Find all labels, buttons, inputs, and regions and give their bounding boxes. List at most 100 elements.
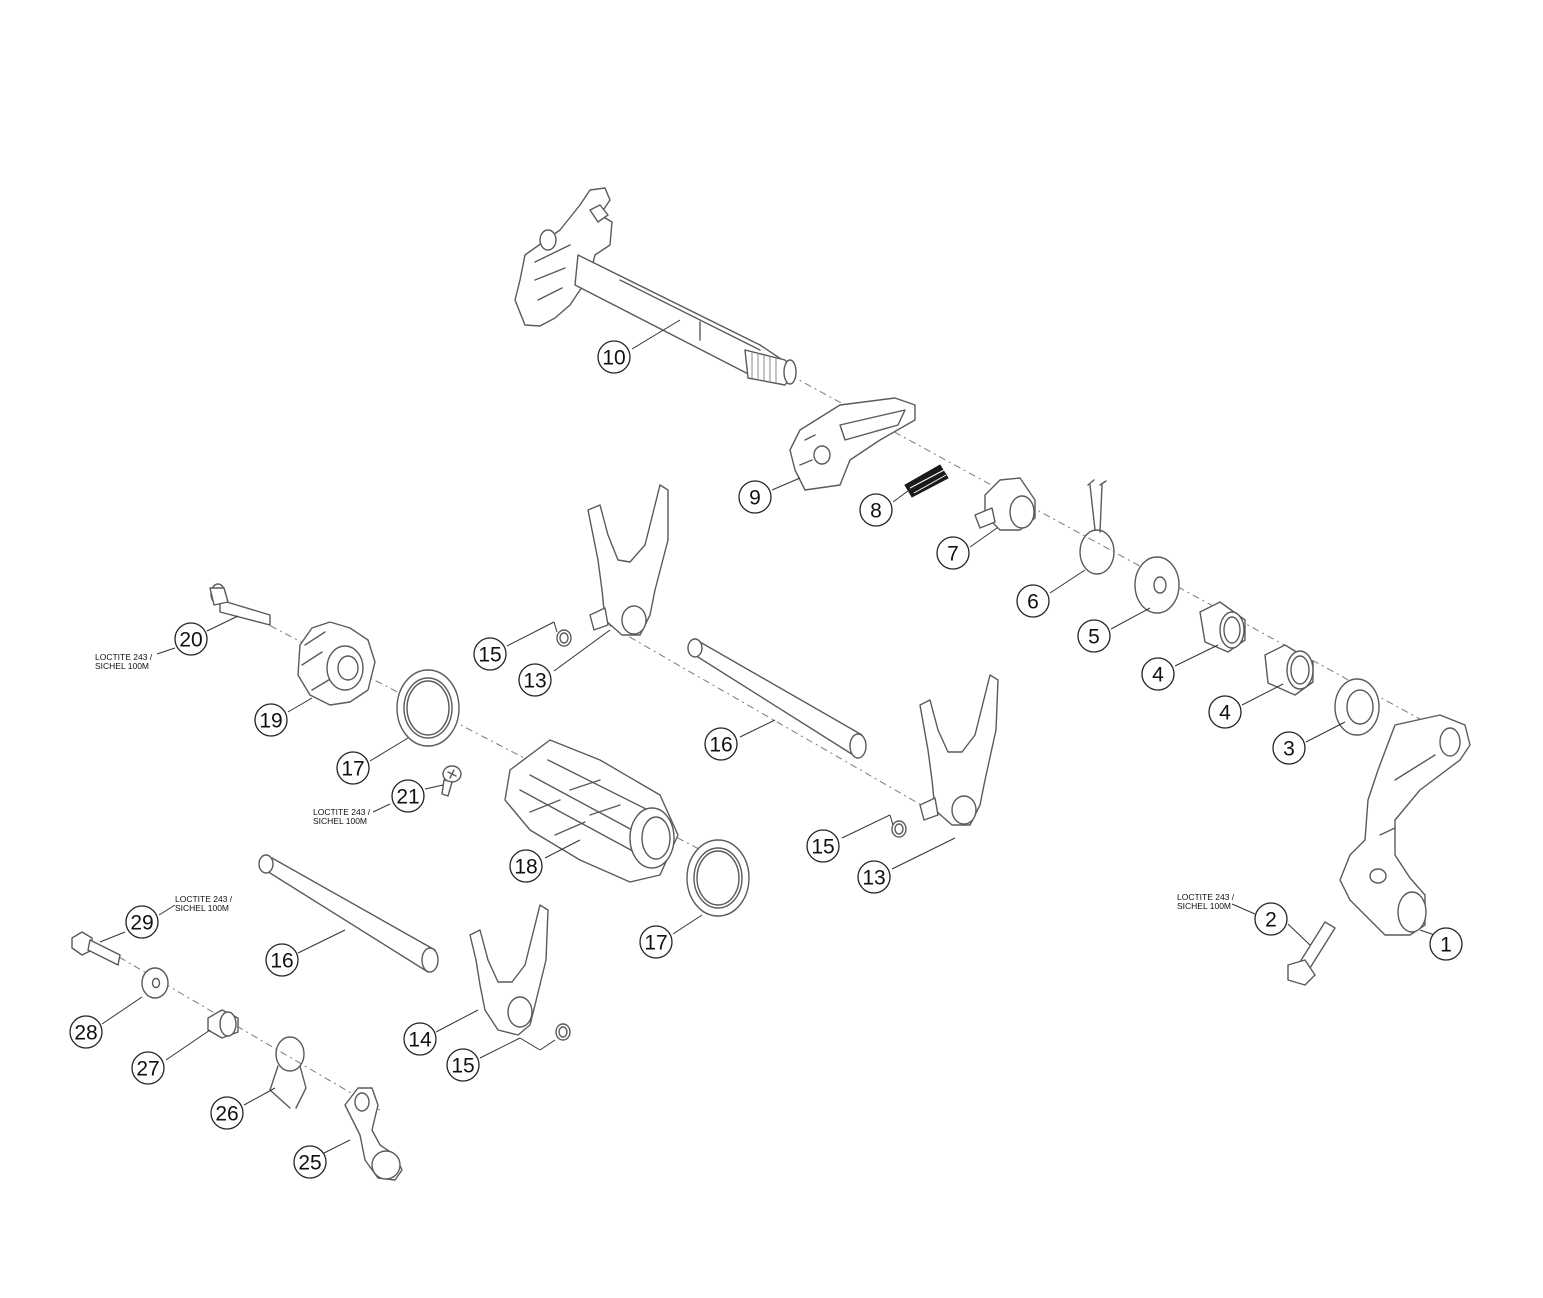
svg-text:5: 5: [1088, 626, 1100, 649]
callout-28: 28: [69, 1015, 103, 1049]
svg-text:LOCTITE 243 /: LOCTITE 243 /: [313, 807, 371, 817]
part-1-shift-lever: [1339, 714, 1471, 936]
svg-text:14: 14: [408, 1029, 432, 1052]
part-4-bearing-b: [1264, 644, 1314, 696]
svg-text:6: 6: [1027, 591, 1039, 614]
callout-10: 10: [597, 340, 631, 374]
part-21-screw: [441, 765, 462, 797]
part-10-shift-shaft: [514, 187, 797, 386]
svg-text:9: 9: [749, 487, 761, 510]
part-2-bolt: [1287, 921, 1336, 986]
part-16-shift-rod-lower: [258, 854, 439, 973]
callout-1: 1: [1429, 927, 1463, 961]
svg-text:3: 3: [1283, 738, 1295, 761]
svg-text:16: 16: [709, 734, 732, 757]
svg-text:27: 27: [136, 1058, 159, 1081]
part-18-shift-drum: [504, 739, 679, 883]
svg-text:15: 15: [811, 836, 834, 859]
callout-4a: 4: [1141, 657, 1175, 691]
svg-text:26: 26: [215, 1103, 238, 1126]
part-4-bearing-a: [1199, 601, 1246, 653]
note-part-29: LOCTITE 243 / SICHEL 100M: [175, 894, 233, 913]
leader-lines: [99, 319, 1462, 1154]
callout-6: 6: [1016, 584, 1050, 618]
callout-14: 14: [403, 1022, 437, 1056]
callout-19: 19: [254, 703, 288, 737]
callout-16b: 16: [265, 943, 299, 977]
part-5-washer: [1134, 556, 1180, 614]
part-7-bushing: [974, 477, 1036, 531]
note-part-20: LOCTITE 243 / SICHEL 100M: [95, 652, 153, 671]
callout-5: 5: [1077, 619, 1111, 653]
callout-13b: 13: [857, 860, 891, 894]
svg-text:1: 1: [1440, 934, 1452, 957]
callout-16a: 16: [704, 727, 738, 761]
callout-3: 3: [1272, 731, 1306, 765]
callout-15c: 15: [446, 1048, 480, 1082]
part-9-shift-plate: [789, 397, 916, 491]
svg-text:15: 15: [478, 644, 501, 667]
svg-text:SICHEL 100M: SICHEL 100M: [313, 816, 367, 826]
note-part-21: LOCTITE 243 / SICHEL 100M: [313, 807, 371, 826]
callout-17a: 17: [336, 751, 370, 785]
part-16-shift-rod-upper: [687, 638, 867, 759]
svg-text:4: 4: [1219, 702, 1231, 725]
svg-text:21: 21: [396, 786, 419, 809]
svg-text:13: 13: [523, 670, 546, 693]
svg-text:20: 20: [179, 629, 202, 652]
callout-13a: 13: [518, 663, 552, 697]
svg-text:LOCTITE 243 /: LOCTITE 243 /: [1177, 892, 1235, 902]
svg-text:2: 2: [1265, 909, 1277, 932]
callout-29: 29: [125, 905, 159, 939]
svg-text:8: 8: [870, 500, 882, 523]
callout-27: 27: [131, 1051, 165, 1085]
part-29-bolt: [71, 931, 121, 966]
part-28-washer: [141, 967, 169, 999]
part-6-spring-clip: [1079, 479, 1115, 575]
part-13-shift-fork-upper: [587, 484, 669, 636]
callout-15b: 15: [806, 829, 840, 863]
svg-text:19: 19: [259, 710, 282, 733]
part-17-seal-upper: [396, 669, 460, 747]
note-part-2: LOCTITE 243 / SICHEL 100M: [1177, 892, 1235, 911]
part-14-shift-fork: [469, 904, 549, 1036]
svg-text:29: 29: [130, 912, 153, 935]
part-25-lever: [344, 1087, 403, 1181]
part-15-bushing-b: [891, 820, 907, 838]
callout-2: 2: [1254, 902, 1288, 936]
part-15-bushing-a: [556, 629, 572, 647]
callout-18: 18: [509, 849, 543, 883]
callout-15a: 15: [473, 637, 507, 671]
svg-text:13: 13: [862, 867, 885, 890]
svg-text:17: 17: [644, 932, 667, 955]
svg-text:16: 16: [270, 950, 293, 973]
callout-20: 20: [174, 622, 208, 656]
part-26-spring: [269, 1036, 307, 1109]
svg-text:18: 18: [514, 856, 537, 879]
svg-text:15: 15: [451, 1055, 474, 1078]
svg-text:10: 10: [602, 347, 625, 370]
part-19-shift-star: [297, 621, 376, 706]
part-27-bushing: [207, 1009, 239, 1039]
svg-text:SICHEL 100M: SICHEL 100M: [95, 661, 149, 671]
callout-21: 21: [391, 779, 425, 813]
callout-9: 9: [738, 480, 772, 514]
svg-text:LOCTITE 243 /: LOCTITE 243 /: [175, 894, 233, 904]
svg-text:17: 17: [341, 758, 364, 781]
callout-26: 26: [210, 1096, 244, 1130]
svg-text:SICHEL 100M: SICHEL 100M: [175, 903, 229, 913]
part-20-bolt: [209, 583, 271, 626]
callout-17b: 17: [639, 925, 673, 959]
part-15-bushing-c: [555, 1023, 571, 1041]
callout-4b: 4: [1208, 695, 1242, 729]
part-13-shift-fork-lower: [919, 674, 999, 826]
svg-text:25: 25: [298, 1152, 321, 1175]
callout-8: 8: [859, 493, 893, 527]
part-8-spring: [904, 464, 949, 498]
part-3-seal: [1334, 678, 1380, 736]
svg-text:28: 28: [74, 1022, 97, 1045]
callout-25: 25: [293, 1145, 327, 1179]
svg-text:7: 7: [947, 543, 959, 566]
svg-text:4: 4: [1152, 664, 1164, 687]
